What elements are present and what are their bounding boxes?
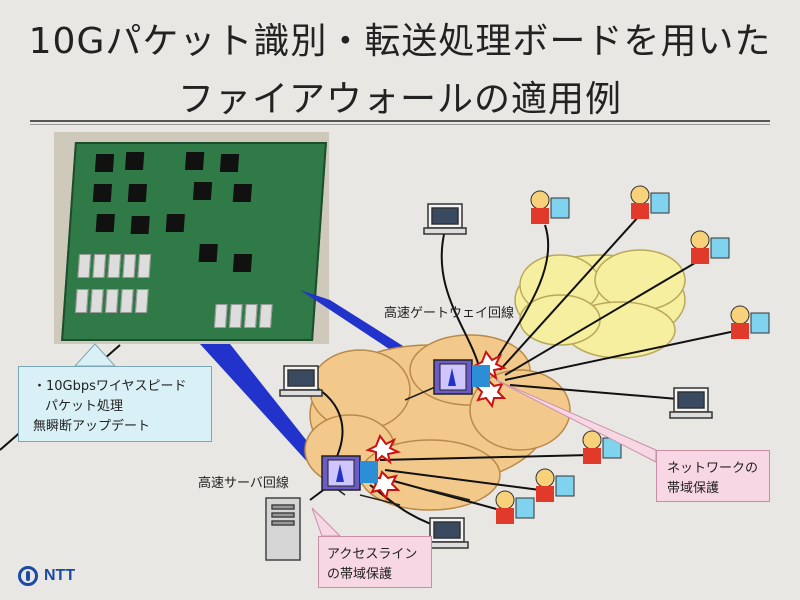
gateway-line-label: 高速ゲートウェイ回線 [384,306,515,321]
external-network-cloud [514,249,686,359]
user-icon [495,490,535,524]
beam-to-server [200,344,330,478]
feature-callout: ・10Gbpsワイヤスピード パケット処理 無瞬断アップデート [18,366,212,442]
server-line-label: 高速サーバ回線 [198,476,289,491]
network-protect-line1: ネットワークの [667,461,759,476]
title-divider [30,120,770,122]
user-icon [630,185,670,219]
network-protect-box: ネットワークの 帯域保護 [656,450,770,502]
board-photo [54,132,329,344]
server-firewall-box [321,455,378,491]
callout-line3: 無瞬断アップデート [33,419,151,434]
laptop-icon [279,365,323,397]
slide-title-line1: 10Gパケット識別・転送処理ボードを用いた [28,21,772,62]
network-protect-line2: 帯域保護 [667,481,720,496]
user-icon [530,190,570,224]
connection-lines [0,214,741,531]
title-divider-thin [30,124,770,125]
user-icon [730,305,770,339]
server-icon [265,497,301,561]
ntt-logo: NTT [18,566,75,586]
logo-text: NTT [44,567,76,584]
user-icon [535,468,575,502]
laptop-icon [425,517,469,549]
gateway-firewall-box [433,359,490,395]
access-protect-box: アクセスライン の帯域保護 [318,536,432,588]
slide-title-line2: ファイアウォールの適用例 [177,79,622,120]
laptop-icon [423,203,467,235]
access-protect-line2: の帯域保護 [327,567,393,582]
user-icon [582,430,622,464]
callout-line2: パケット処理 [45,399,124,414]
access-protect-pointer [311,507,342,537]
user-icon [690,230,730,264]
ntt-logo-icon [18,566,38,586]
access-protect-line1: アクセスライン [327,547,418,562]
laptop-icon [669,387,713,419]
callout-line1: ・10Gbpsワイヤスピード [33,379,187,394]
